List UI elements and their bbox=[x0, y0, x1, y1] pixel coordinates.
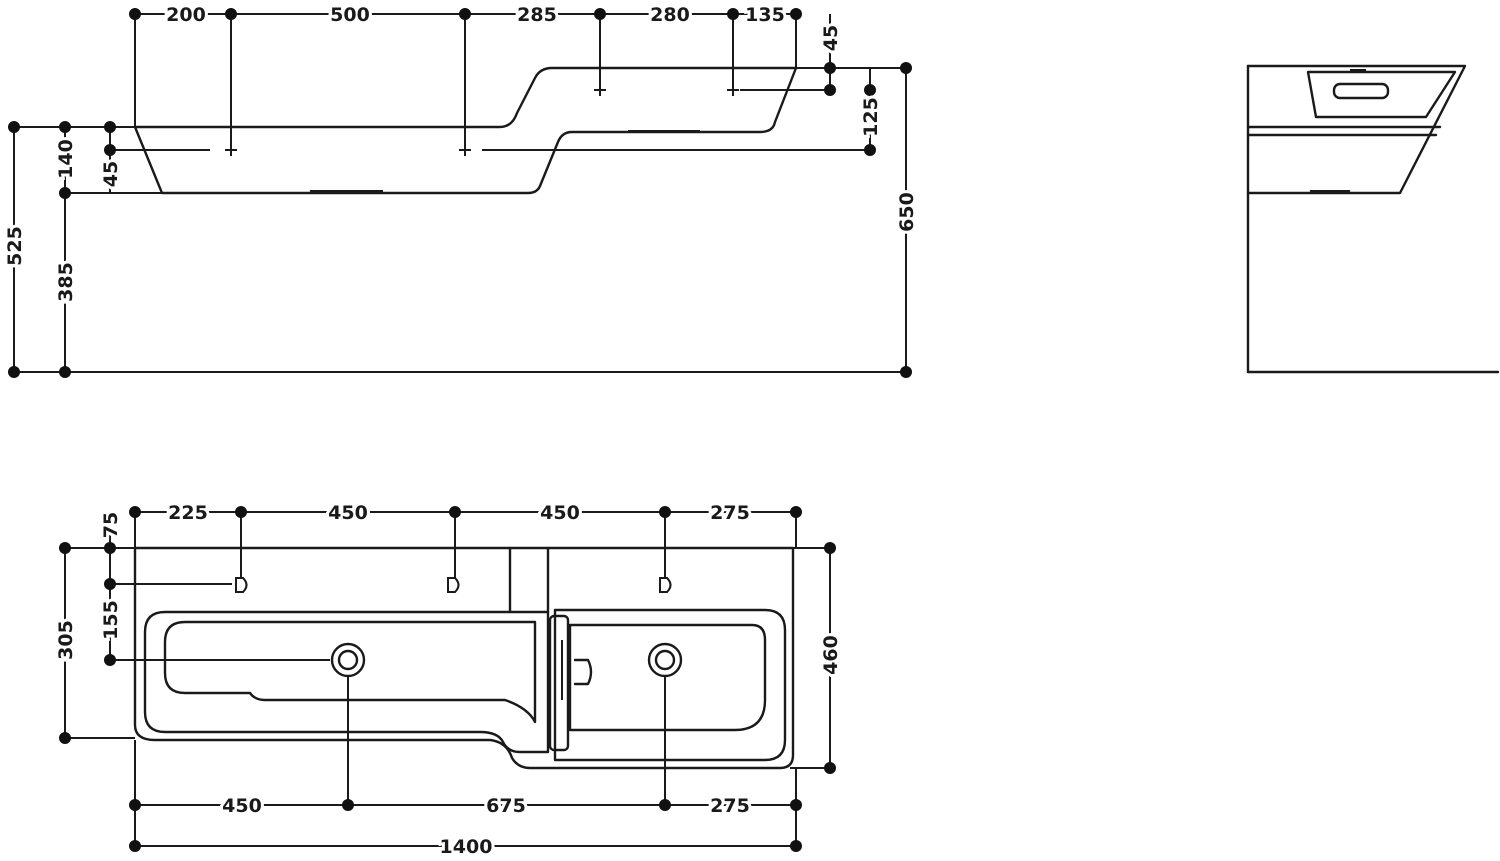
side-view-outline bbox=[1246, 64, 1467, 195]
top-dim-label: 450 bbox=[540, 502, 580, 524]
right-drain-outer bbox=[647, 642, 683, 678]
top-dim-label: 1400 bbox=[440, 836, 493, 858]
top-dim-label: 450 bbox=[222, 795, 262, 817]
right-drain-inner bbox=[654, 649, 676, 671]
dimension-dot bbox=[727, 8, 739, 20]
top-dim-label: 155 bbox=[100, 600, 122, 640]
top-dim-label: 225 bbox=[168, 502, 208, 524]
left-drain-inner bbox=[337, 649, 359, 671]
front-dim-label: 650 bbox=[896, 192, 918, 232]
dimension-dot bbox=[129, 8, 141, 20]
front-dim-label: 45 bbox=[820, 25, 842, 51]
front-dim-label: 280 bbox=[650, 4, 690, 26]
left-basin-inner bbox=[163, 620, 537, 724]
tap-hole-symbols bbox=[235, 577, 672, 593]
front-dim-label: 525 bbox=[4, 226, 26, 266]
front-dim-label: 125 bbox=[860, 97, 882, 137]
side-view-overflow bbox=[1332, 82, 1390, 100]
top-view: 225 450 450 275 75 155 305 460 450 675 2… bbox=[52, 499, 845, 861]
top-dim-label: 450 bbox=[328, 502, 368, 524]
top-dim-label: 460 bbox=[820, 635, 842, 675]
top-view-outline bbox=[133, 546, 795, 770]
dimension-dot bbox=[594, 8, 606, 20]
top-dim-label: 75 bbox=[100, 512, 122, 538]
front-view: 200 500 285 280 135 525 385 140 45 bbox=[1, 1, 921, 378]
right-basin-inner bbox=[568, 623, 767, 732]
front-dim-label: 500 bbox=[330, 4, 370, 26]
top-dim-label: 275 bbox=[710, 502, 750, 524]
dimension-dot bbox=[225, 8, 237, 20]
overflow-tab bbox=[573, 658, 593, 686]
top-dim-label: 675 bbox=[486, 795, 526, 817]
front-dim-label: 200 bbox=[166, 4, 206, 26]
right-basin-outer bbox=[553, 608, 787, 762]
front-dim-label: 285 bbox=[517, 4, 557, 26]
tap-marks bbox=[225, 84, 739, 156]
dimension-dot bbox=[790, 8, 802, 20]
top-dim-label: 305 bbox=[55, 620, 77, 660]
front-dim-label: 135 bbox=[745, 4, 785, 26]
front-dim-label: 385 bbox=[55, 262, 77, 302]
side-view-basin bbox=[1306, 70, 1457, 119]
front-view-outline bbox=[133, 66, 798, 195]
left-basin-outer bbox=[143, 610, 550, 754]
dimension-dot bbox=[459, 8, 471, 20]
top-dim-label: 275 bbox=[710, 795, 750, 817]
left-drain-outer bbox=[330, 642, 366, 678]
side-view bbox=[1246, 64, 1500, 374]
front-dim-label: 45 bbox=[100, 161, 122, 187]
front-dim-label: 140 bbox=[55, 139, 77, 179]
overflow-slot bbox=[548, 614, 570, 752]
